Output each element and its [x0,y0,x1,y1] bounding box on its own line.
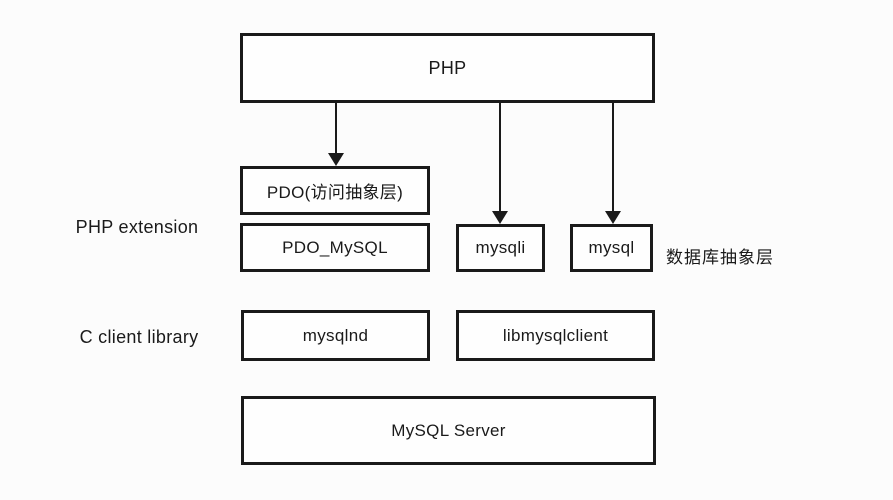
box-libmysqlclient: libmysqlclient [456,310,655,361]
box-mysqlnd: mysqlnd [241,310,430,361]
arrow-php-to-mysql-head [605,211,621,224]
label-db-abstraction-layer: 数据库抽象层 [666,248,774,267]
box-mysql: mysql [570,224,653,272]
box-pdo-abstraction: PDO(访问抽象层) [240,166,430,215]
box-mysql-server: MySQL Server [241,396,656,465]
box-mysqli: mysqli [456,224,545,272]
arrow-php-to-mysql-line [612,103,614,211]
arrow-php-to-mysqli-line [499,103,501,211]
arrow-php-to-mysqli-head [492,211,508,224]
label-c-client-library: C client library [79,327,199,347]
box-pdo-mysql: PDO_MySQL [240,223,430,272]
arrow-php-to-pdo-line [335,103,337,153]
box-php: PHP [240,33,655,103]
arrow-php-to-pdo-head [328,153,344,166]
label-php-extension: PHP extension [75,217,199,237]
